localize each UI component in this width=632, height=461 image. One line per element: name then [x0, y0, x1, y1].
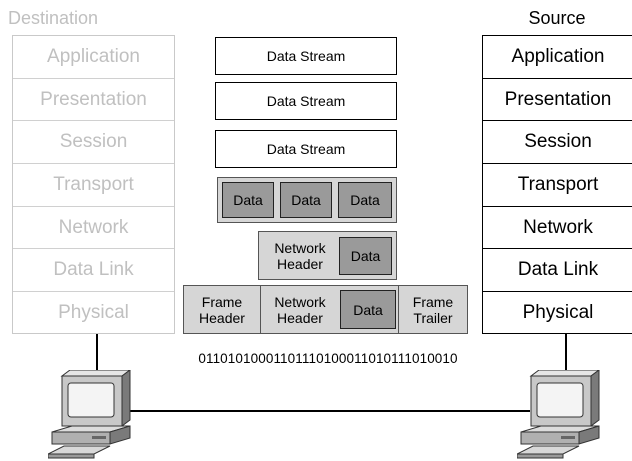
- src-layer-physical: Physical: [522, 302, 594, 324]
- dest-layer-network: Network: [13, 207, 174, 250]
- destination-title: Destination: [8, 8, 99, 28]
- src-layer-application: Application: [483, 36, 632, 79]
- source-stack: Application Presentation Session Transpo…: [482, 35, 632, 334]
- source-title: Source: [528, 8, 586, 28]
- right-vertical-wire: [565, 334, 567, 374]
- packet-data: Data: [339, 237, 392, 275]
- network-link-wire: [130, 410, 530, 412]
- destination-stack: Application Presentation Session Transpo…: [12, 35, 175, 334]
- left-vertical-wire: [96, 334, 98, 372]
- frame-data: Data: [340, 290, 396, 329]
- src-layer-session: Session: [483, 121, 632, 165]
- src-layer-network: Network: [483, 207, 632, 250]
- data-stream-session: Data Stream: [215, 130, 397, 168]
- segments-tray: Data Data Data: [217, 177, 397, 223]
- src-layer-presentation: Presentation: [483, 79, 632, 122]
- computer-icon: [517, 370, 600, 459]
- data-stream-presentation: Data Stream: [215, 82, 397, 120]
- dest-layer-datalink: Data Link: [13, 249, 174, 293]
- dest-layer-physical: Physical: [58, 302, 129, 324]
- bit-stream: 01101010001101110100011010111010010: [198, 351, 458, 366]
- dest-layer-application: Application: [13, 36, 174, 79]
- dest-layer-transport: Transport: [13, 164, 174, 207]
- src-layer-transport: Transport: [483, 164, 632, 207]
- segment-data-3: Data: [338, 182, 392, 218]
- frame-divider: [398, 286, 399, 333]
- segment-data-2: Data: [280, 182, 332, 218]
- dest-layer-session: Session: [13, 121, 174, 165]
- computer-icon: [48, 370, 131, 459]
- segment-data-1: Data: [222, 182, 274, 218]
- data-stream-application: Data Stream: [215, 37, 397, 75]
- dest-layer-presentation: Presentation: [13, 79, 174, 122]
- src-layer-datalink: Data Link: [483, 249, 632, 293]
